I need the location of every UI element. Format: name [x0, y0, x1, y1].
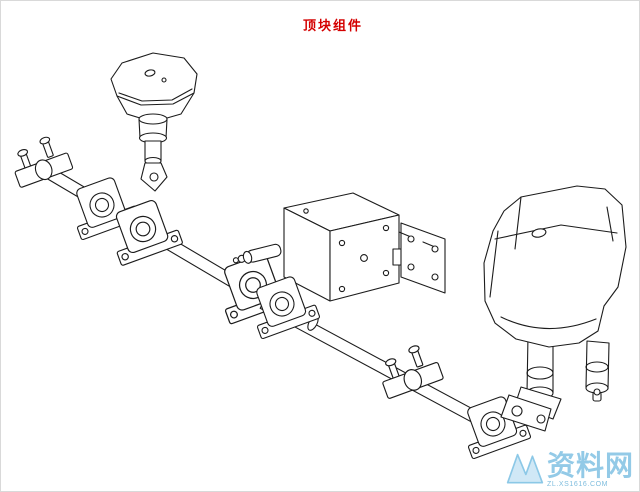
top-part-stem: [138, 113, 168, 192]
link-plates: [500, 386, 562, 432]
coupler-nozzle: [232, 243, 282, 264]
center-block: [283, 192, 400, 302]
drawing-title: 顶块组件: [302, 18, 363, 33]
right-part-cylinder-2: [585, 340, 610, 402]
right-cover-part: [483, 185, 627, 348]
top-cover-part: [110, 52, 198, 123]
block-mount-plate: [392, 222, 446, 294]
